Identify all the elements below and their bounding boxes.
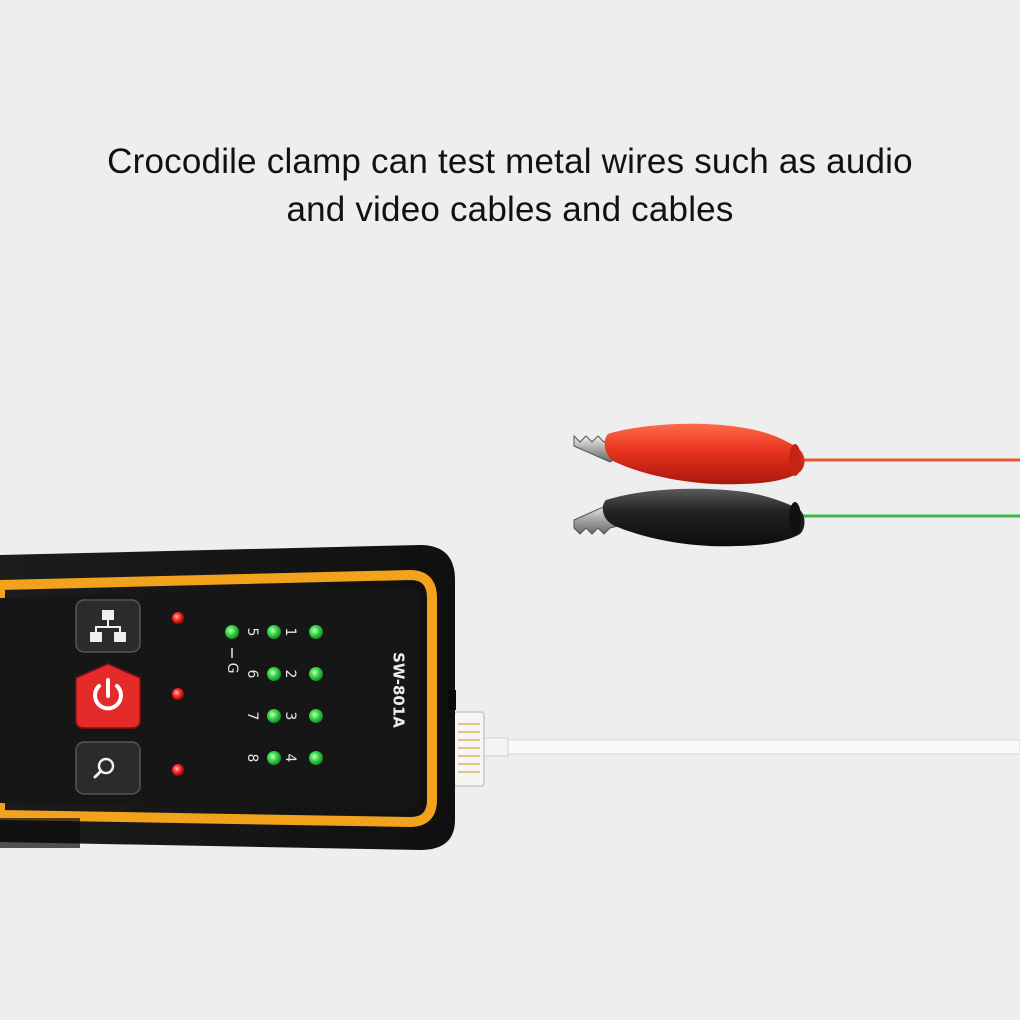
green-led-5	[267, 625, 281, 639]
search-button[interactable]	[75, 741, 141, 795]
cable-tester-device	[0, 545, 456, 850]
green-led-3	[309, 709, 323, 723]
network-icon	[90, 610, 126, 642]
red-status-led-3	[172, 764, 184, 776]
rj45-connector	[453, 711, 485, 787]
green-led-g	[225, 625, 239, 639]
led-label-7: 7	[244, 712, 260, 721]
caption: Crocodile clamp can test metal wires suc…	[60, 138, 960, 234]
power-icon	[93, 678, 123, 711]
green-led-7	[267, 709, 281, 723]
led-label-4: 4	[282, 754, 298, 763]
led-label-3: 3	[282, 712, 298, 721]
led-label-6: 6	[244, 670, 260, 679]
green-led-4	[309, 751, 323, 765]
led-label-2: 2	[282, 670, 298, 679]
green-led-6	[267, 667, 281, 681]
network-cable	[477, 737, 1020, 757]
model-label: SW-801A	[390, 652, 408, 728]
led-label-8: 8	[244, 754, 260, 763]
red-status-led-2	[172, 688, 184, 700]
black-crocodile-clip	[573, 488, 805, 547]
device-orange-trim	[0, 569, 437, 828]
power-button[interactable]	[75, 663, 141, 729]
search-icon	[93, 757, 115, 779]
network-test-button[interactable]	[75, 599, 141, 653]
green-led-8	[267, 751, 281, 765]
green-led-1	[309, 625, 323, 639]
red-status-led-1	[172, 612, 184, 624]
red-crocodile-clip	[573, 423, 805, 485]
led-label-1: 1	[282, 628, 298, 637]
led-label-5: 5	[244, 628, 260, 637]
caption-line-1: Crocodile clamp can test metal wires suc…	[107, 142, 913, 181]
led-label-g: G	[224, 663, 240, 674]
green-led-2	[309, 667, 323, 681]
caption-line-2: and video cables and cables	[286, 190, 734, 229]
